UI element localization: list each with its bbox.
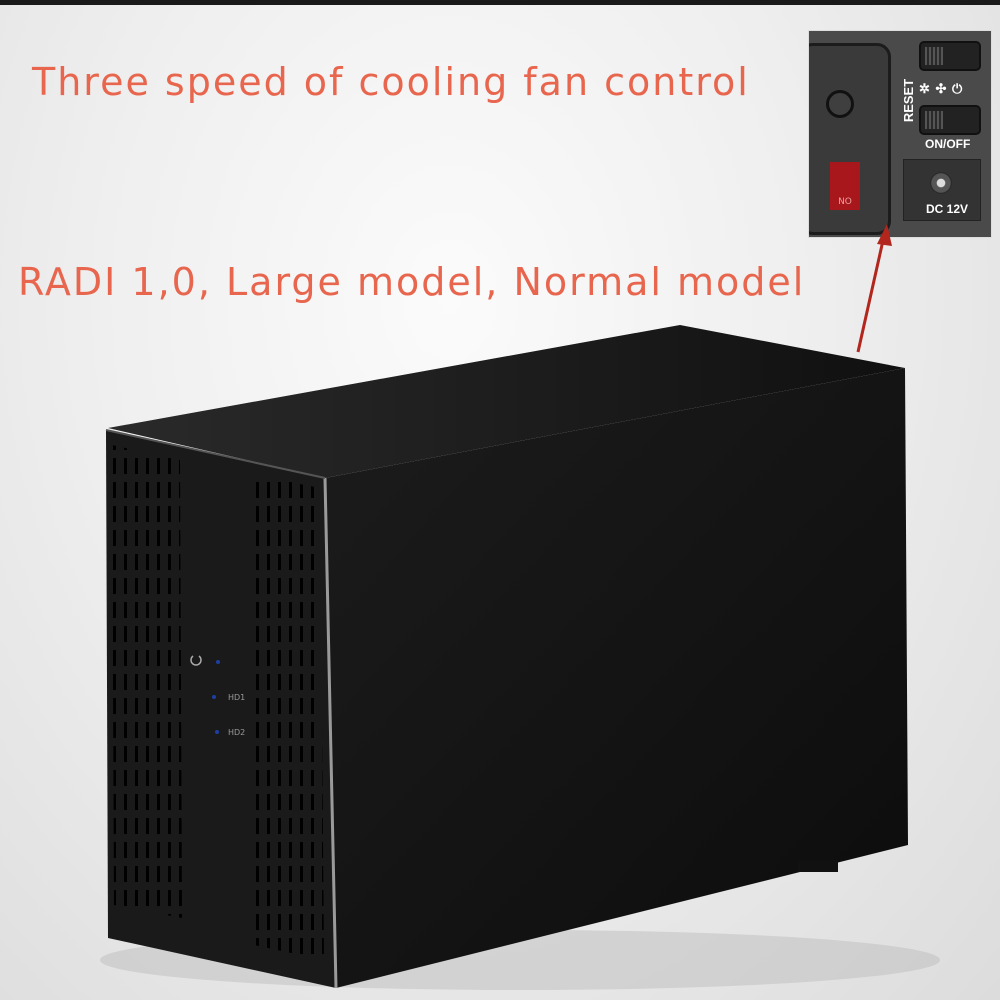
led-power [216,660,220,664]
foot [798,860,838,872]
dc-jack: DC 12V [903,159,981,221]
fan-speed-icons: ✲ ✣ ⏻ [919,81,964,96]
led-hd1 [212,695,216,699]
dc-label: DC 12V [926,202,969,216]
rear-panel-plate: NO [809,43,891,235]
top-edge [105,429,326,479]
vents-right [250,474,324,960]
enclosure-top [108,325,905,478]
fan-speed-switch [919,41,981,71]
onoff-label: ON/OFF [925,137,971,151]
reset-label: RESET [901,78,917,123]
dip-label: NO [838,197,852,207]
led-hd2 [215,730,219,734]
reset-button [826,90,854,118]
top-border [0,0,1000,5]
raid-dip-switch: NO [830,162,860,210]
led-label-hd2: HD2 [228,728,246,737]
edge-highlight [323,477,338,989]
power-icon [190,655,202,666]
enclosure-side [325,368,908,988]
vents-left [112,445,182,918]
headline-fan-control: Three speed of cooling fan control [32,60,750,104]
rear-panel-inset: NO RESET ✲ ✣ ⏻ ON/OFF DC 12V [808,30,992,238]
dc-port-icon [930,172,952,194]
headline-raid-modes: RADI 1,0, Large model, Normal model [18,260,806,304]
power-switch [919,105,981,135]
led-label-hd1: HD1 [228,693,246,702]
